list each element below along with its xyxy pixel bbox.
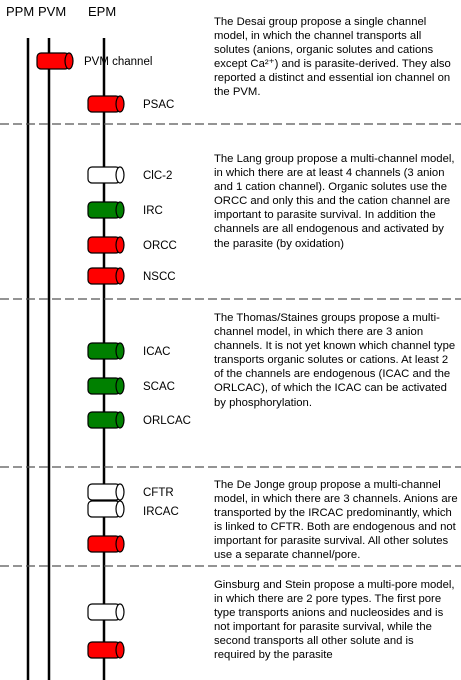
pvm-channel-body bbox=[36, 52, 70, 70]
description-text: The Thomas/Staines groups propose a mult… bbox=[214, 312, 456, 409]
channel-body bbox=[87, 500, 121, 518]
pvm-channel-label: PVM channel bbox=[84, 56, 152, 68]
channel-body bbox=[87, 166, 121, 184]
channel-label: CFTR bbox=[143, 487, 174, 499]
channel-nscc bbox=[87, 267, 125, 285]
channel-cap bbox=[115, 603, 125, 621]
channel-label: ICAC bbox=[143, 346, 170, 358]
channel-cap bbox=[115, 377, 125, 395]
channel-label: SCAC bbox=[143, 381, 175, 393]
channel-cap bbox=[115, 236, 125, 254]
description-text: Ginsburg and Stein propose a multi-pore … bbox=[214, 579, 455, 662]
group-description-desai: The Desai group propose a single channel… bbox=[214, 15, 458, 100]
channel-label: NSCC bbox=[143, 271, 176, 283]
channel-orlcac bbox=[87, 411, 125, 429]
channel-ircac bbox=[87, 500, 125, 518]
channel-scac bbox=[87, 377, 125, 395]
channel-cap bbox=[115, 166, 125, 184]
channel-label: ClC-2 bbox=[143, 170, 172, 182]
channel-cap bbox=[115, 641, 125, 659]
channel-cap bbox=[115, 95, 125, 113]
channel-body bbox=[87, 342, 121, 360]
channel-psac bbox=[87, 95, 125, 113]
channel-body bbox=[87, 603, 121, 621]
channel-label: PSAC bbox=[143, 99, 174, 111]
group-description-ginsburg-stein: Ginsburg and Stein propose a multi-pore … bbox=[214, 578, 458, 663]
channel-body bbox=[87, 411, 121, 429]
group-description-thomas-staines: The Thomas/Staines groups propose a mult… bbox=[214, 311, 458, 410]
description-text: The De Jonge group propose a multi-chann… bbox=[214, 479, 458, 562]
group-description-de-jonge: The De Jonge group propose a multi-chann… bbox=[214, 478, 458, 563]
channel-unnamed bbox=[87, 603, 125, 621]
ppm-header: PPM bbox=[6, 4, 34, 19]
channel-body bbox=[87, 267, 121, 285]
channel-label: ORLCAC bbox=[143, 415, 191, 427]
channel-unnamed bbox=[87, 535, 125, 553]
epm-header: EPM bbox=[88, 4, 116, 19]
channel-body bbox=[87, 377, 121, 395]
channel-icac bbox=[87, 342, 125, 360]
channel-cap bbox=[115, 483, 125, 501]
channel-unnamed bbox=[87, 641, 125, 659]
channel-label: ORCC bbox=[143, 240, 177, 252]
channel-label: IRCAC bbox=[143, 506, 179, 518]
channel-cap bbox=[115, 201, 125, 219]
channel-label: IRC bbox=[143, 205, 163, 217]
channel-body bbox=[87, 641, 121, 659]
channel-body bbox=[87, 236, 121, 254]
channel-cap bbox=[115, 411, 125, 429]
pvm-header: PVM bbox=[38, 4, 66, 19]
channel-cftr bbox=[87, 483, 125, 501]
channel-cap bbox=[115, 342, 125, 360]
channel-body bbox=[87, 201, 121, 219]
channel-orcc bbox=[87, 236, 125, 254]
channel-clc-2 bbox=[87, 166, 125, 184]
channel-cap bbox=[115, 500, 125, 518]
channel-irc bbox=[87, 201, 125, 219]
group-description-lang: The Lang group propose a multi-channel m… bbox=[214, 152, 458, 251]
description-text: The Lang group propose a multi-channel m… bbox=[214, 153, 455, 250]
channel-body bbox=[87, 535, 121, 553]
pvm-channel bbox=[36, 52, 74, 70]
pvm-channel-cap bbox=[64, 52, 74, 70]
channel-cap bbox=[115, 267, 125, 285]
channel-body bbox=[87, 483, 121, 501]
channel-body bbox=[87, 95, 121, 113]
channel-cap bbox=[115, 535, 125, 553]
description-text: The Desai group propose a single channel… bbox=[214, 16, 451, 99]
